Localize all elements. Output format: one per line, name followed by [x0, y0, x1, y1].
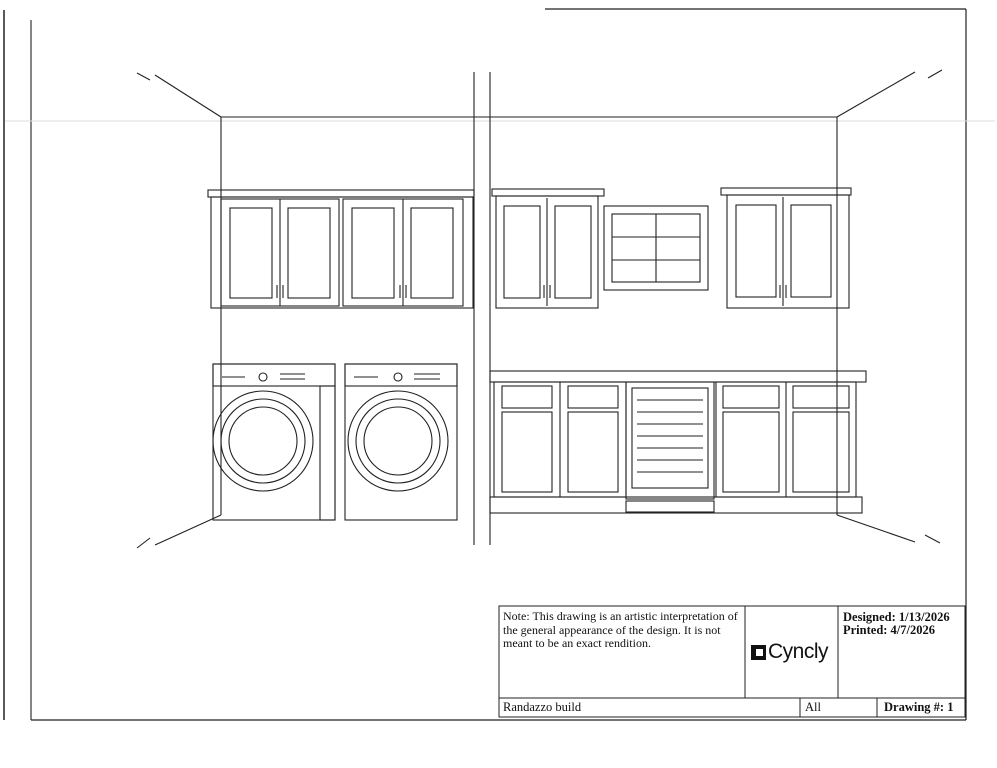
designed-date: Designed: 1/13/2026: [843, 610, 950, 624]
upper-cabinet-middle: [491, 188, 605, 309]
project-name: Randazzo build: [503, 700, 582, 714]
dryer: [344, 363, 458, 521]
base-cabinets: [489, 370, 867, 514]
brand-mark-icon: [751, 644, 766, 660]
window: [603, 205, 709, 291]
room-outline: [136, 69, 943, 549]
brand-wordmark: Cyncly: [768, 640, 829, 663]
page-frame: [3, 8, 995, 721]
drawing-scope: All: [805, 700, 821, 714]
brand-logo: Cyncly: [751, 640, 829, 664]
washer: [212, 363, 336, 521]
upper-cabinets-left: [207, 189, 475, 309]
upper-cabinet-right: [720, 187, 852, 309]
printed-date: Printed: 4/7/2026: [843, 623, 936, 637]
drawing-number: Drawing #: 1: [884, 700, 954, 714]
beverage-fridge: [625, 381, 715, 513]
title-block: [498, 605, 966, 718]
disclaimer-note: Note: This drawing is an artistic interp…: [503, 609, 738, 650]
